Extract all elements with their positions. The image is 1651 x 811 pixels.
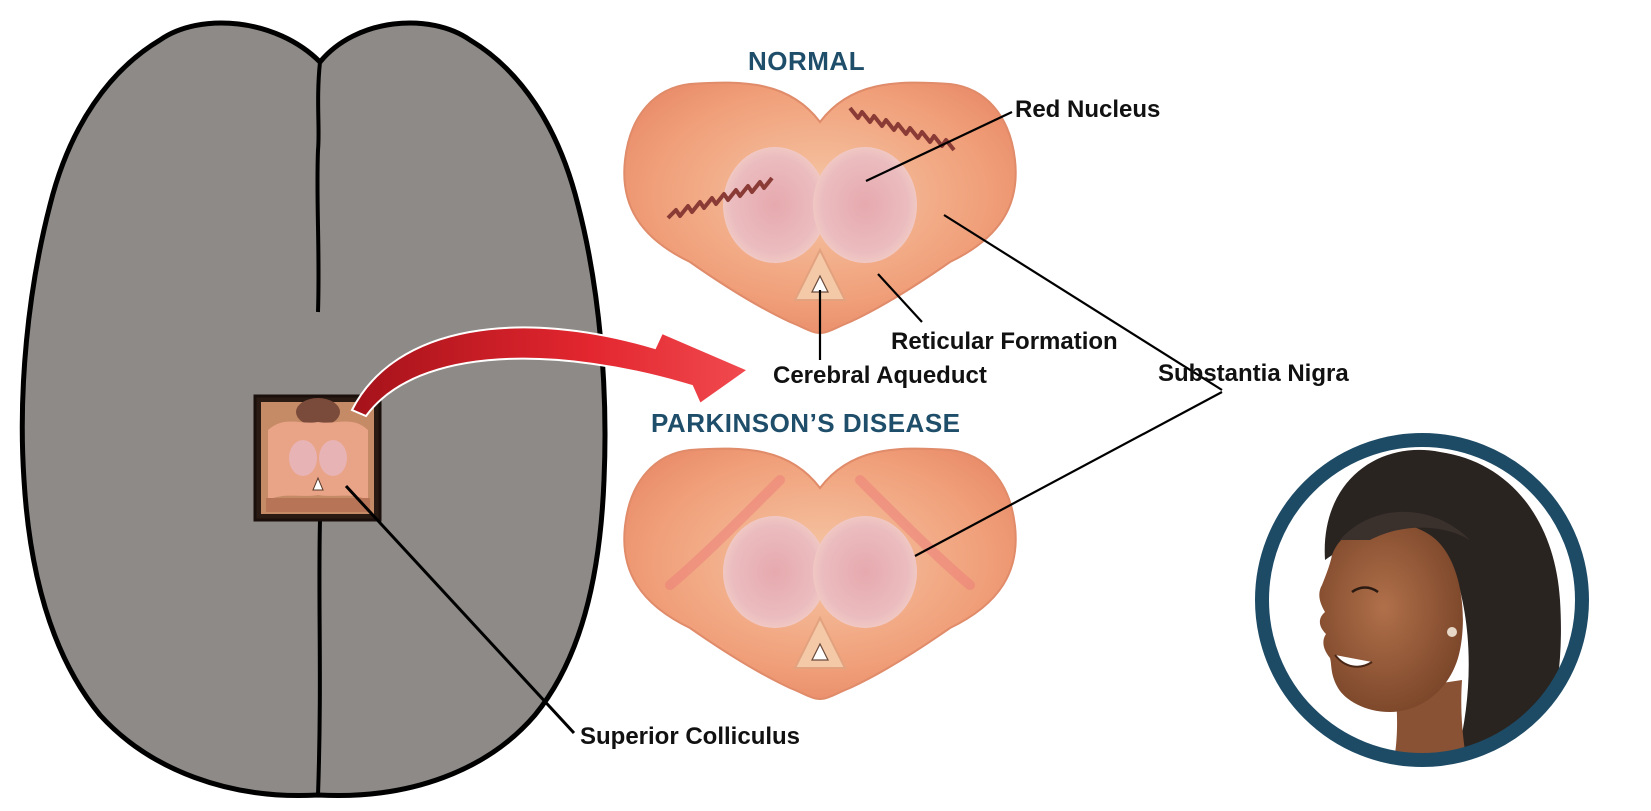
label-superior-colliculus: Superior Colliculus [580, 723, 800, 751]
parkinsons-midbrain-section [624, 449, 1015, 699]
label-substantia-nigra: Substantia Nigra [1158, 360, 1349, 388]
longitudinal-fissure-bottom [318, 520, 320, 795]
heading-normal: NORMAL [748, 46, 865, 77]
heading-parkinsons-disease: PARKINSON’S DISEASE [651, 408, 961, 439]
patient-portrait [1262, 440, 1582, 780]
brain-top-view [22, 23, 605, 796]
label-red-nucleus: Red Nucleus [1015, 96, 1160, 124]
label-reticular-formation: Reticular Formation [891, 328, 1118, 356]
label-cerebral-aqueduct: Cerebral Aqueduct [773, 362, 987, 390]
